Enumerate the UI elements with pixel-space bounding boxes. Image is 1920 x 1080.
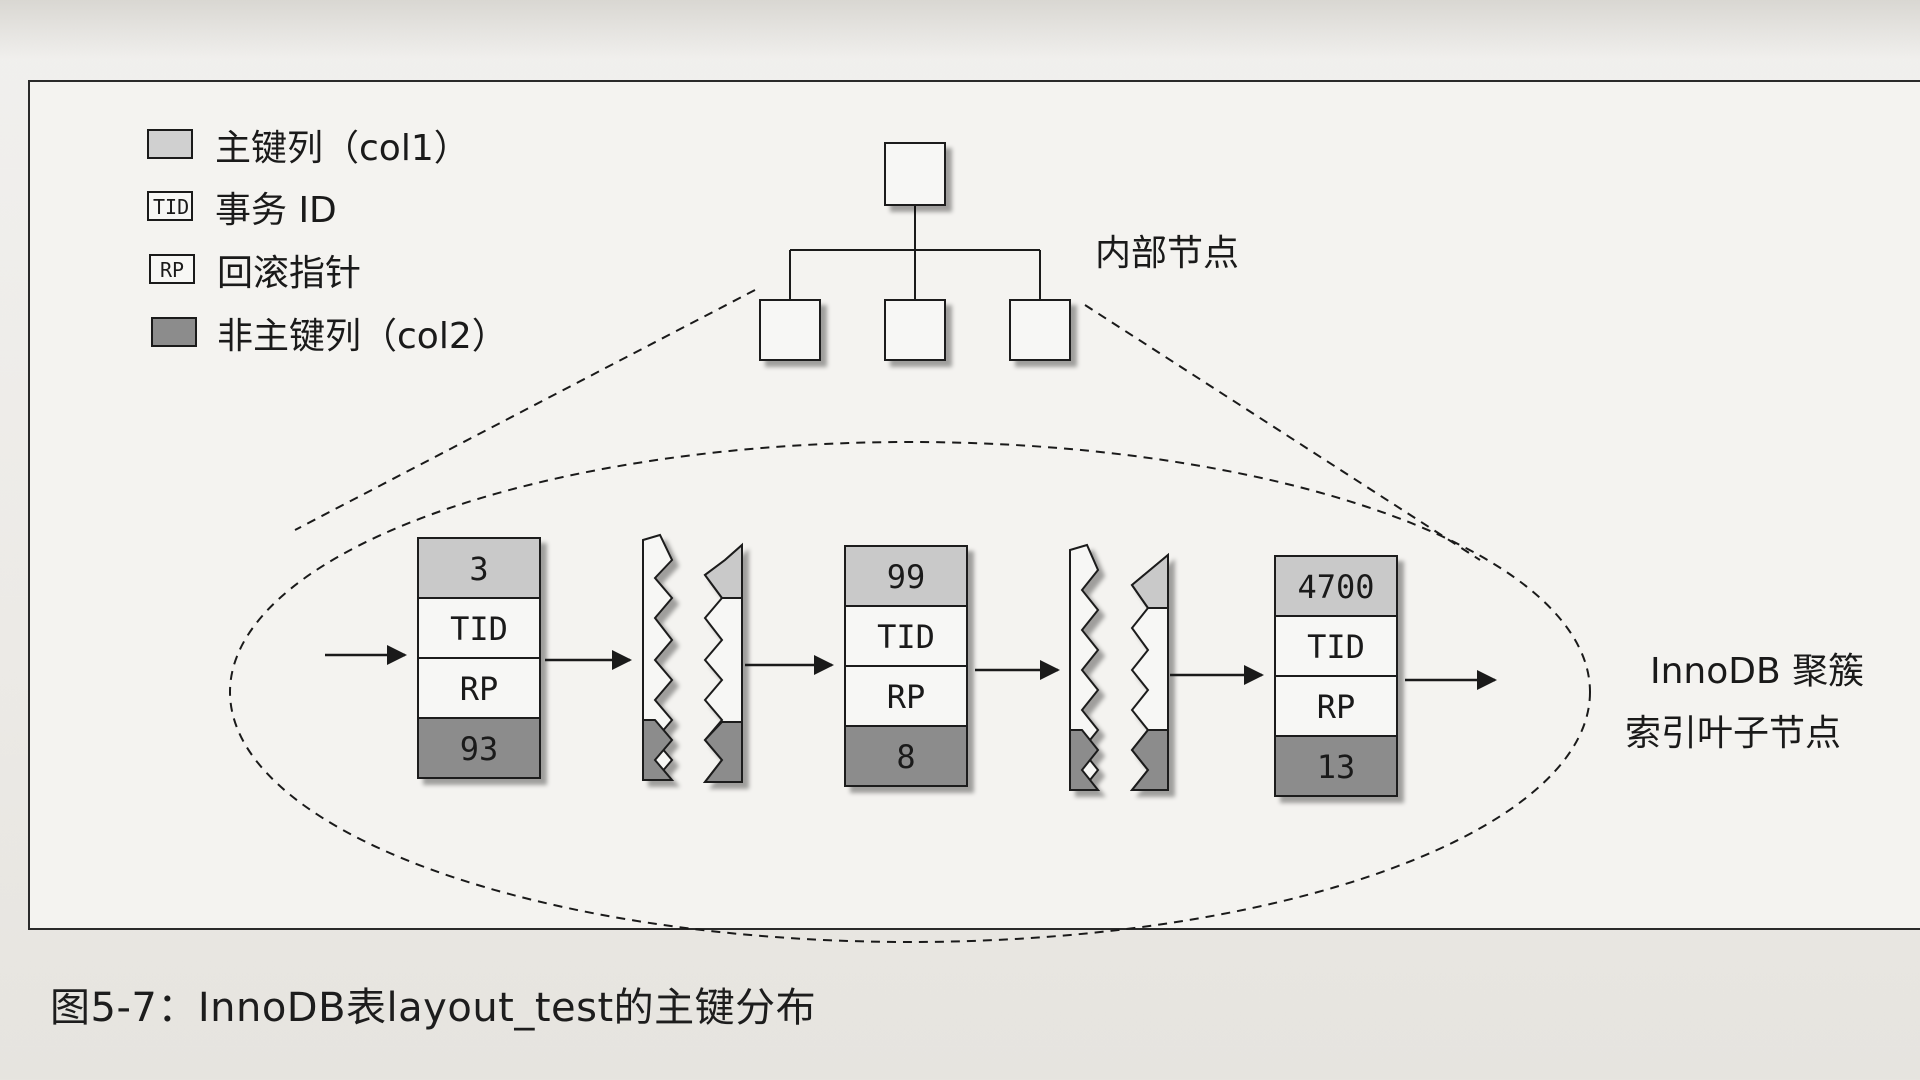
- page-2-tid: TID: [877, 618, 935, 656]
- tid-swatch-icon: [147, 191, 193, 221]
- internal-node-middle: [884, 299, 946, 361]
- elided-pages-1: [642, 533, 743, 783]
- leaf-page-3: [1274, 555, 1398, 797]
- leaf-label-line-2: 索引叶子节点: [1625, 713, 1841, 754]
- nonkey-swatch-icon: [151, 317, 197, 347]
- page-3-key: 4700: [1297, 568, 1374, 606]
- internal-node-left: [759, 299, 821, 361]
- legend-item-primary: 主键列（col1）: [147, 128, 470, 169]
- elided-pages-2: [1069, 543, 1169, 791]
- internal-node-right: [1009, 299, 1071, 361]
- leaf-ellipse: [229, 441, 1591, 943]
- rp-swatch-text: RP: [160, 258, 184, 282]
- legend-label-tid: 事务 ID: [215, 190, 337, 231]
- page-3-col2: 13: [1317, 748, 1356, 786]
- leaf-page-2: [844, 545, 968, 787]
- root-node: [884, 142, 946, 206]
- page-2-key: 99: [887, 558, 926, 596]
- legend-label-nonkey: 非主键列（col2）: [217, 316, 508, 357]
- rp-swatch-icon: [149, 254, 195, 284]
- zoom-outline: [229, 289, 1591, 943]
- page-3-rp: RP: [1317, 688, 1356, 726]
- leaf-arrows: [325, 645, 1497, 690]
- legend-label-rp: 回滚指针: [217, 253, 361, 294]
- page-top-bleed: [0, 0, 1920, 60]
- page-1-tid: TID: [450, 610, 508, 648]
- leaf-page-1: [417, 537, 541, 779]
- legend-label-primary: 主键列（col1）: [215, 128, 470, 169]
- legend-item-rp: RP 回滚指针: [149, 253, 361, 294]
- page-1-rp: RP: [460, 670, 499, 708]
- page-2-rp: RP: [887, 678, 926, 716]
- tid-swatch-text: TID: [153, 195, 189, 219]
- internal-tree: 内部节点: [759, 142, 1239, 361]
- leaf-label-line-1: InnoDB 聚簇: [1650, 651, 1864, 692]
- legend-item-tid: TID 事务 ID: [147, 190, 337, 231]
- primary-key-swatch-icon: [147, 129, 193, 159]
- page-1-key: 3: [469, 550, 488, 588]
- legend: 主键列（col1） TID 事务 ID RP 回滚指针 非主键列（col2）: [147, 128, 508, 357]
- page-3-tid: TID: [1307, 628, 1365, 666]
- figure-caption: 图5-7：InnoDB表layout_test的主键分布: [50, 985, 817, 1031]
- internal-node-label: 内部节点: [1095, 233, 1239, 274]
- page-1-col2: 93: [460, 730, 499, 768]
- legend-item-nonkey: 非主键列（col2）: [151, 316, 508, 357]
- page-2-col2: 8: [896, 738, 915, 776]
